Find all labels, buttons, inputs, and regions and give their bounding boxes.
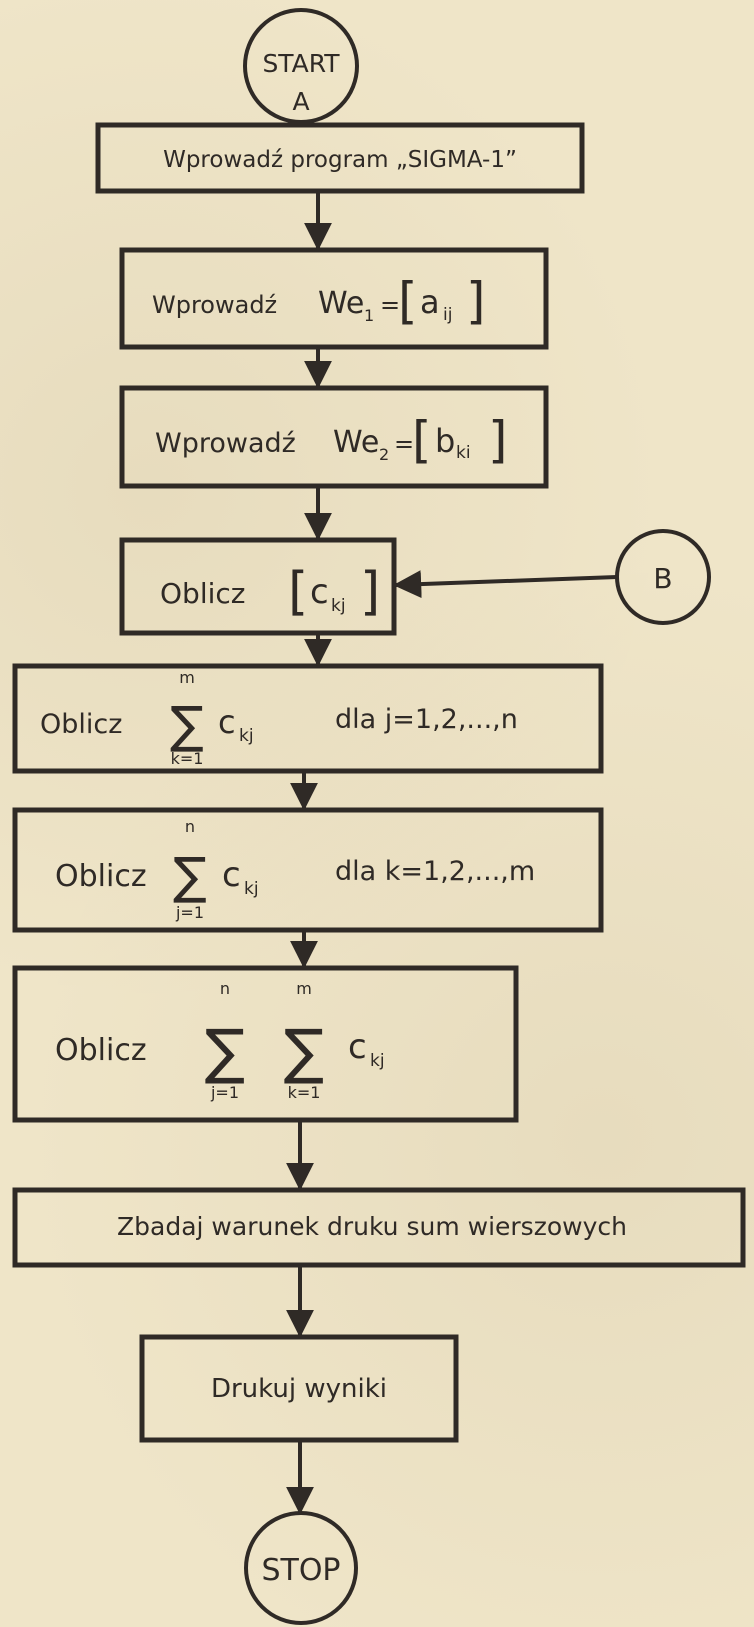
input-we2-var: We bbox=[333, 425, 379, 460]
stop-node: STOP bbox=[244, 1511, 358, 1625]
connector-b-node: B bbox=[615, 529, 711, 625]
sum-total-term: c bbox=[348, 1027, 367, 1067]
sum-cols-condition: dla k=1,2,...,m bbox=[335, 856, 535, 887]
compute-c-bracket-close: ] bbox=[360, 562, 380, 622]
input-we1-var: We bbox=[318, 286, 364, 321]
sum-total-term-sub: kj bbox=[370, 1051, 385, 1071]
start-node: START A bbox=[243, 8, 359, 124]
connector-b-label: B bbox=[653, 562, 672, 595]
sum-rows-lower: k=1 bbox=[171, 749, 204, 768]
compute-c-matrix: c bbox=[310, 572, 329, 612]
sum-total-sigma-outer: ∑ bbox=[205, 1017, 245, 1087]
input-we1-label: Wprowadź bbox=[152, 291, 277, 319]
compute-c-box: Oblicz [ c kj ] bbox=[119, 537, 397, 636]
start-connector-label: A bbox=[292, 87, 309, 116]
input-we2-label: Wprowadź bbox=[155, 428, 296, 459]
sum-total-upper-outer: n bbox=[220, 979, 230, 998]
sum-total-sigma-inner: ∑ bbox=[284, 1017, 324, 1087]
input-we1-sub: 1 bbox=[364, 306, 374, 325]
sum-rows-box: Oblicz m ∑ k=1 c kj dla j=1,2,...,n bbox=[12, 663, 604, 774]
print-results-box: Drukuj wyniki bbox=[139, 1334, 459, 1443]
sum-cols-label: Oblicz bbox=[55, 859, 147, 894]
check-condition-box: Zbadaj warunek druku sum wierszowych bbox=[12, 1187, 746, 1268]
input-we2-matrix-sub: ki bbox=[456, 443, 471, 463]
sum-cols-lower: j=1 bbox=[175, 903, 204, 922]
sum-total-lower-outer: j=1 bbox=[210, 1083, 239, 1102]
sum-cols-sigma: ∑ bbox=[173, 847, 207, 905]
stop-label: STOP bbox=[261, 1553, 340, 1588]
edge-b-to-compute bbox=[393, 570, 619, 599]
sum-rows-upper: m bbox=[179, 668, 195, 687]
compute-c-bracket-open: [ bbox=[288, 562, 308, 622]
input-we1-matrix-sub: ij bbox=[443, 305, 452, 325]
load-program-text: Wprowadź program „SIGMA-1” bbox=[163, 147, 517, 173]
sum-total-box: Oblicz n ∑ j=1 m ∑ k=1 c kj bbox=[12, 965, 519, 1123]
sum-cols-term-sub: kj bbox=[244, 879, 259, 899]
input-we1-bracket-open: [ bbox=[398, 272, 418, 330]
sum-cols-upper: n bbox=[185, 817, 195, 836]
sum-rows-term: c bbox=[218, 703, 236, 741]
input-we2-rect bbox=[119, 385, 549, 489]
input-we2-matrix: b bbox=[435, 422, 455, 460]
start-label: START bbox=[262, 49, 340, 78]
load-program-box: Wprowadź program „SIGMA-1” bbox=[95, 122, 585, 194]
input-we2-sub: 2 bbox=[379, 445, 389, 464]
check-condition-text: Zbadaj warunek druku sum wierszowych bbox=[117, 1212, 627, 1241]
input-we2-box: Wprowadź We 2 = [ b ki ] bbox=[119, 385, 549, 489]
input-we2-eq: = bbox=[394, 430, 414, 458]
load-program-rect bbox=[95, 122, 585, 194]
sum-rows-rect bbox=[12, 663, 604, 774]
input-we1-rect bbox=[119, 247, 549, 350]
input-we2-bracket-open: [ bbox=[412, 411, 432, 469]
sum-rows-term-sub: kj bbox=[239, 726, 254, 746]
input-we2-bracket-close: ] bbox=[488, 411, 508, 469]
compute-c-label: Oblicz bbox=[160, 577, 245, 610]
check-condition-rect bbox=[12, 1187, 746, 1268]
sum-rows-condition: dla j=1,2,...,n bbox=[335, 704, 518, 735]
sum-total-upper-inner: m bbox=[296, 979, 312, 998]
sum-total-label: Oblicz bbox=[55, 1033, 147, 1068]
sum-rows-label: Oblicz bbox=[40, 709, 122, 740]
sum-total-rect bbox=[12, 965, 519, 1123]
print-results-text: Drukuj wyniki bbox=[211, 1374, 387, 1404]
input-we1-eq: = bbox=[380, 291, 400, 319]
compute-c-matrix-sub: kj bbox=[331, 596, 346, 616]
sum-rows-sigma: ∑ bbox=[170, 696, 204, 754]
sum-total-lower-inner: k=1 bbox=[288, 1083, 321, 1102]
sum-cols-box: Oblicz n ∑ j=1 c kj dla k=1,2,...,m bbox=[12, 807, 604, 933]
input-we1-bracket-close: ] bbox=[466, 272, 486, 330]
input-we1-matrix: a bbox=[420, 283, 440, 321]
input-we1-box: Wprowadź We 1 = [ a ij ] bbox=[119, 247, 549, 350]
sum-cols-rect bbox=[12, 807, 604, 933]
stop-circle bbox=[244, 1511, 358, 1625]
sum-cols-term: c bbox=[222, 855, 241, 895]
